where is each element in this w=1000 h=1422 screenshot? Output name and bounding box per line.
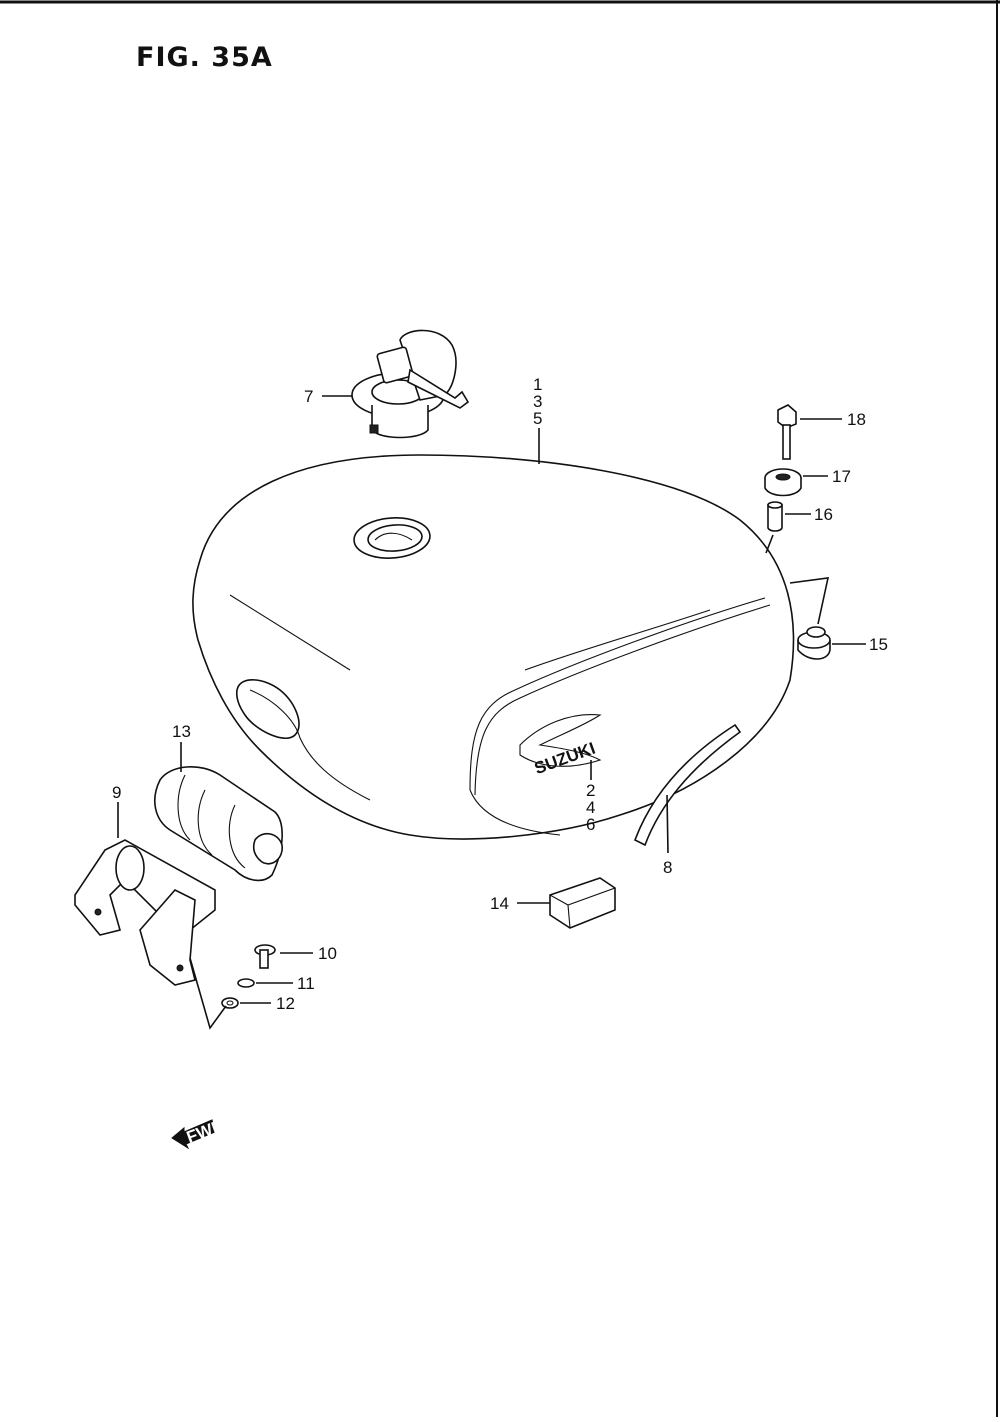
- callout-14: 14: [490, 894, 509, 913]
- fuel-tank: SUZUKI: [192, 454, 795, 840]
- callout-15: 15: [869, 635, 888, 654]
- callout-7: 7: [304, 387, 313, 406]
- rear-mount-hardware: [764, 404, 831, 660]
- callout-10: 10: [318, 944, 337, 963]
- callout-5: 5: [533, 409, 542, 428]
- forward-arrow-icon: FWD: [171, 1116, 227, 1150]
- callout-11: 11: [297, 974, 315, 993]
- rubber-strip-part: [633, 723, 742, 847]
- fwd-label: FWD: [184, 1116, 227, 1147]
- callout-8: 8: [663, 858, 672, 877]
- callout-13: 13: [172, 722, 191, 741]
- callout-16: 16: [814, 505, 833, 524]
- callout-6: 6: [586, 815, 595, 834]
- mounting-bracket: [74, 839, 216, 986]
- callout-2: 2: [586, 781, 595, 800]
- tank-cushion: [154, 765, 283, 882]
- fuel-cap-with-keys: [351, 329, 470, 439]
- callout-1: 1: [533, 375, 542, 394]
- figure-title: FIG. 35A: [136, 42, 273, 73]
- foam-pad: [549, 877, 616, 929]
- leader-line-16-tank: [765, 534, 774, 554]
- callout-12: 12: [276, 994, 295, 1013]
- callout-17: 17: [832, 467, 851, 486]
- callout-3: 3: [533, 392, 542, 411]
- leader-line-8: [666, 794, 669, 854]
- callout-4: 4: [586, 798, 595, 817]
- leader-group-bracket: [189, 957, 227, 1030]
- leader-line-15-tank: [789, 577, 830, 625]
- callout-18: 18: [847, 410, 866, 429]
- screw-and-washers: [221, 944, 276, 1009]
- callout-9: 9: [112, 783, 121, 802]
